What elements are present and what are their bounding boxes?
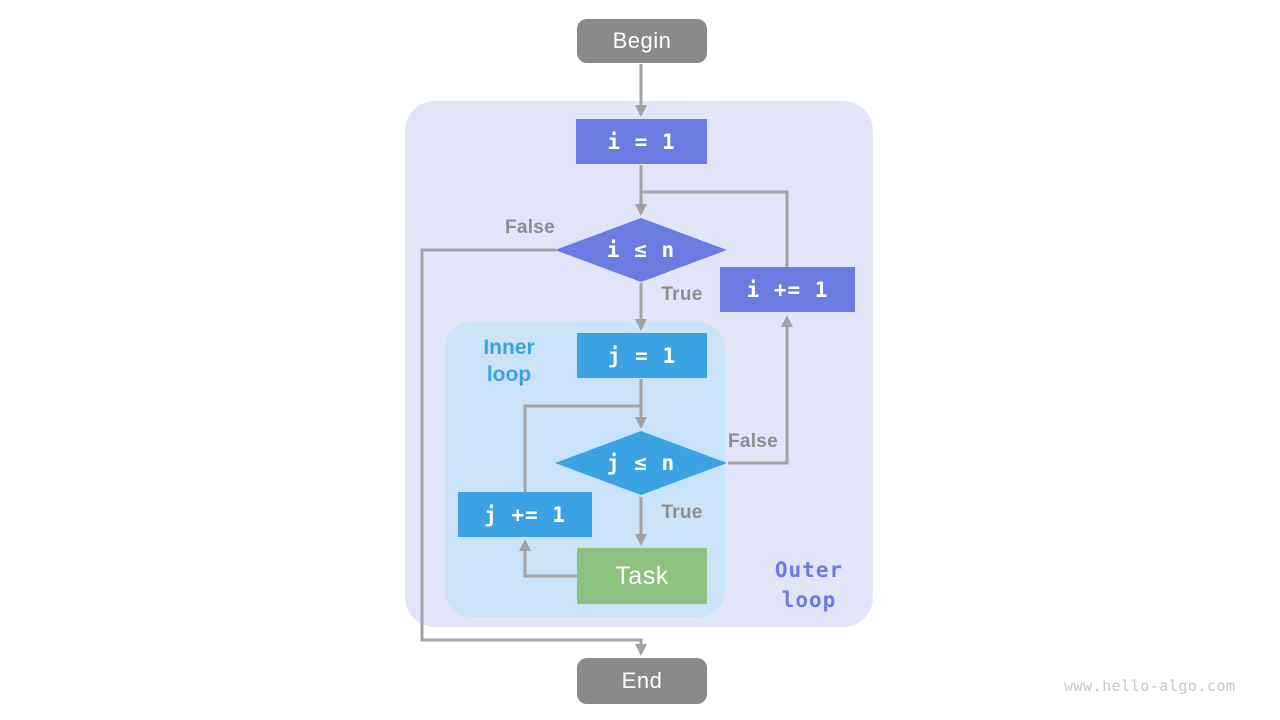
edge-task-to-j-inc <box>519 539 577 578</box>
inner-true-label: True <box>661 502 703 523</box>
inner-false-label: False <box>727 431 779 452</box>
j-increment-node: j += 1 <box>458 492 592 537</box>
edge-i-cond-false-to-end <box>420 248 647 656</box>
begin-node: Begin <box>577 19 707 63</box>
edge-j-inc-return <box>523 404 642 492</box>
edge-i-inc-return <box>642 190 789 267</box>
end-node: End <box>577 658 707 704</box>
inner-loop-caption-line1: Inner <box>483 336 535 359</box>
outer-true-label: True <box>661 284 703 305</box>
outer-loop-caption: Outer loop <box>762 555 856 615</box>
outer-false-label: False <box>504 217 556 238</box>
task-node: Task <box>577 548 707 604</box>
j-init-node: j = 1 <box>577 333 707 378</box>
outer-loop-caption-line1: Outer <box>774 558 844 582</box>
i-init-node: i = 1 <box>576 119 707 164</box>
edge-j-cond-false-to-i-inc <box>728 315 793 465</box>
inner-loop-caption: Inner loop <box>460 334 558 388</box>
i-increment-node: i += 1 <box>720 267 855 312</box>
decision-j-cond-shape <box>555 431 727 495</box>
inner-loop-caption-line2: loop <box>486 363 532 386</box>
decision-i-cond-shape <box>555 218 727 282</box>
site-watermark: www.hello-algo.com <box>1064 677 1236 695</box>
outer-loop-caption-line2: loop <box>781 588 837 612</box>
